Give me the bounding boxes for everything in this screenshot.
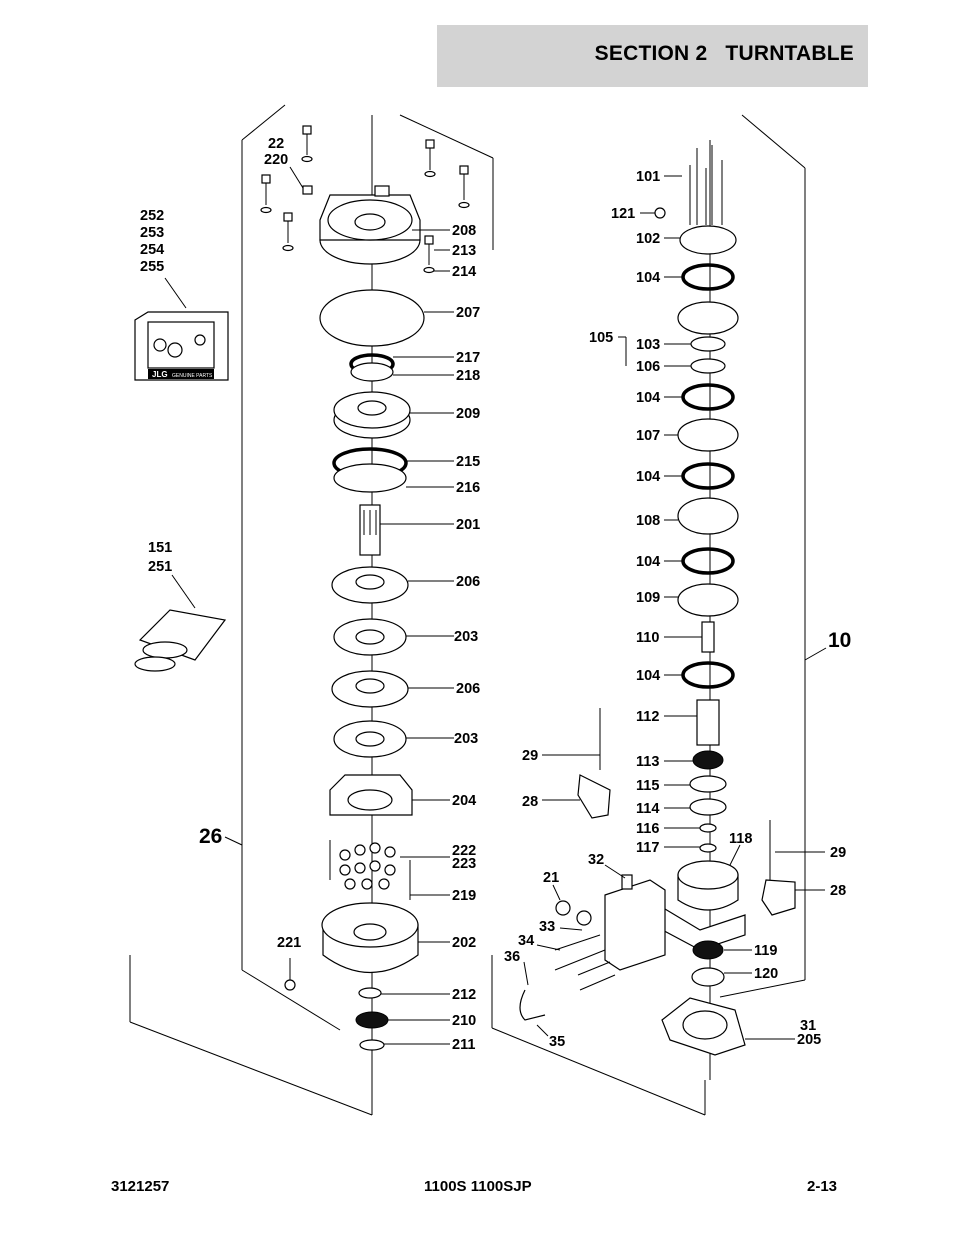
housing-202 bbox=[321, 902, 419, 973]
callout: 217 bbox=[456, 350, 480, 366]
callout: 223 bbox=[452, 856, 476, 872]
bearing-210 bbox=[355, 1011, 389, 1029]
callout: 209 bbox=[456, 406, 480, 422]
callout: 35 bbox=[549, 1034, 565, 1050]
assembly-label-brake: 26 bbox=[199, 825, 222, 848]
bolts-101 bbox=[689, 145, 723, 225]
callout: 22 bbox=[268, 136, 284, 152]
springs-222 bbox=[329, 840, 411, 900]
callout: 103 bbox=[636, 337, 660, 353]
callout: 112 bbox=[636, 709, 659, 725]
callout: 220 bbox=[264, 152, 288, 168]
callout: 202 bbox=[452, 935, 476, 951]
callout: 255 bbox=[140, 259, 164, 275]
callout: 213 bbox=[452, 243, 476, 259]
callout: 253 bbox=[140, 225, 164, 241]
callout: 216 bbox=[456, 480, 480, 496]
callout: 106 bbox=[636, 359, 660, 375]
callout: 29 bbox=[522, 748, 538, 764]
callout: 21 bbox=[543, 870, 559, 886]
plug-221 bbox=[284, 979, 296, 991]
callout: 205 bbox=[797, 1032, 821, 1048]
callout: 104 bbox=[636, 554, 660, 570]
o-ring-kit-bag bbox=[134, 609, 227, 672]
callouts-right: 101 121 102 104 105 103 106 104 107 104 … bbox=[504, 169, 846, 1050]
callouts-kits: 252 253 254 255 151 251 bbox=[140, 208, 172, 575]
callout: 222 bbox=[452, 843, 476, 859]
callout: 204 bbox=[452, 793, 476, 809]
callout: 203 bbox=[454, 731, 478, 747]
callout: 218 bbox=[456, 368, 480, 384]
callout: 114 bbox=[636, 801, 659, 817]
callout: 208 bbox=[452, 223, 476, 239]
valve-block bbox=[604, 879, 666, 971]
bushing-212 bbox=[358, 987, 382, 999]
footer-page-number: 2-13 bbox=[807, 1178, 838, 1195]
motor-parts bbox=[519, 145, 796, 1056]
brake-cover-208 bbox=[319, 185, 421, 265]
kit-badge-subtext: GENUINE PARTS bbox=[172, 373, 213, 379]
callout: 105 bbox=[589, 330, 613, 346]
section-header: SECTION 2 TURNTABLE bbox=[437, 25, 868, 87]
callout: 211 bbox=[452, 1037, 475, 1053]
callout: 151 bbox=[148, 540, 172, 556]
callout: 104 bbox=[636, 270, 660, 286]
callout: 120 bbox=[754, 966, 778, 982]
seal-kit-box: JLG GENUINE PARTS bbox=[134, 311, 229, 381]
callout: 102 bbox=[636, 231, 660, 247]
callout: 108 bbox=[636, 513, 660, 529]
leader-lines bbox=[289, 166, 825, 1045]
footer-models: 1100S 1100SJP bbox=[424, 1178, 532, 1195]
callout: 36 bbox=[504, 949, 520, 965]
callouts-left: 22 220 208 213 214 207 217 218 209 215 2… bbox=[264, 136, 480, 1053]
callout: 210 bbox=[452, 1013, 476, 1029]
callout: 104 bbox=[636, 390, 660, 406]
callout: 201 bbox=[456, 517, 480, 533]
callout: 34 bbox=[518, 933, 534, 949]
callout: 121 bbox=[611, 206, 635, 222]
brake-parts bbox=[260, 125, 470, 1051]
callout: 110 bbox=[636, 630, 659, 646]
callout: 118 bbox=[729, 831, 752, 847]
callout: 29 bbox=[830, 845, 846, 861]
callout: 206 bbox=[456, 681, 480, 697]
callout: 206 bbox=[456, 574, 480, 590]
callout: 116 bbox=[636, 821, 659, 837]
callout: 215 bbox=[456, 454, 480, 470]
callout: 212 bbox=[452, 987, 476, 1003]
gasket-207 bbox=[319, 289, 425, 347]
bolt-group-top bbox=[260, 125, 470, 274]
callout: 251 bbox=[148, 559, 172, 575]
callout: 117 bbox=[636, 840, 659, 856]
callout: 31 bbox=[800, 1018, 816, 1034]
callout: 101 bbox=[636, 169, 660, 185]
callout: 221 bbox=[277, 935, 301, 951]
callout: 28 bbox=[830, 883, 846, 899]
assembly-label-motor: 10 bbox=[828, 629, 851, 652]
callout: 104 bbox=[636, 469, 660, 485]
callout: 33 bbox=[539, 919, 555, 935]
callout: 119 bbox=[754, 943, 777, 959]
callout: 115 bbox=[636, 778, 659, 794]
callout: 107 bbox=[636, 428, 660, 444]
kit-badge: JLG bbox=[152, 370, 168, 379]
bracket-28 bbox=[577, 774, 611, 819]
section-title: SECTION 2 TURNTABLE bbox=[594, 42, 854, 65]
plug-121 bbox=[654, 207, 666, 219]
footer-doc-number: 3121257 bbox=[111, 1178, 170, 1195]
callout: 254 bbox=[140, 242, 164, 258]
callout: 214 bbox=[452, 264, 476, 280]
callout: 219 bbox=[452, 888, 476, 904]
callout: 109 bbox=[636, 590, 660, 606]
callout: 252 bbox=[140, 208, 164, 224]
callout: 207 bbox=[456, 305, 480, 321]
callout: 203 bbox=[454, 629, 478, 645]
callout: 104 bbox=[636, 668, 660, 684]
callout: 32 bbox=[588, 852, 604, 868]
end-cap-102 bbox=[679, 225, 737, 255]
callout: 28 bbox=[522, 794, 538, 810]
callout: 113 bbox=[636, 754, 659, 770]
snap-ring-211 bbox=[359, 1039, 385, 1051]
